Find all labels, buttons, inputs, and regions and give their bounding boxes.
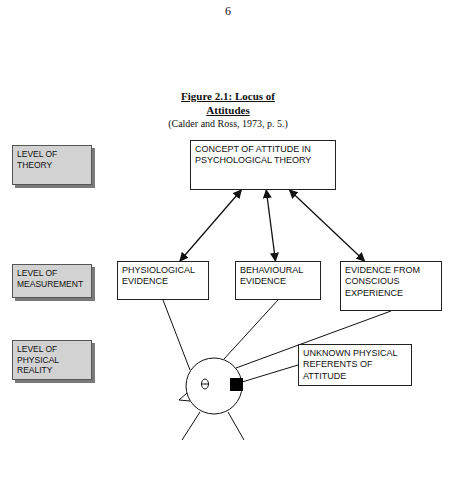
double-arrow <box>180 190 241 261</box>
concept-box: BEHAVIOURAL EVIDENCE <box>235 261 321 300</box>
figure-title: Figure 2.1: Locus of Attitudes <box>163 90 293 118</box>
page-number: 6 <box>0 4 456 19</box>
head-outline <box>186 358 242 414</box>
box-text: UNKNOWN PHYSICAL REFERENTS OF ATTITUDE <box>303 348 407 382</box>
head-leader-line <box>163 300 190 370</box>
shoulders <box>182 412 244 440</box>
eye <box>202 379 209 389</box>
concept-box: UNKNOWN PHYSICAL REFERENTS OF ATTITUDE <box>298 344 412 386</box>
box-text: LEVEL OF MEASUREMENT <box>17 268 87 289</box>
head-leader-line <box>224 300 278 359</box>
level-box: LEVEL OF THEORY <box>12 145 92 185</box>
brain-square <box>230 378 243 391</box>
box-text: EVIDENCE FROM CONSCIOUS EXPERIENCE <box>345 265 437 299</box>
figure-caption: (Calder and Ross, 1973, p. 5.) <box>100 118 356 129</box>
level-box: LEVEL OF MEASUREMENT <box>12 264 92 298</box>
box-text: CONCEPT OF ATTITUDE IN PSYCHOLOGICAL THE… <box>195 144 331 167</box>
nose <box>179 393 190 401</box>
box-text: PHYSIOLOGICAL EVIDENCE <box>122 265 204 288</box>
eye-line <box>202 384 209 385</box>
box-text: LEVEL OF PHYSICAL REALITY <box>17 344 87 376</box>
concept-box: CONCEPT OF ATTITUDE IN PSYCHOLOGICAL THE… <box>190 140 336 190</box>
double-arrow <box>266 190 275 261</box>
double-arrow <box>289 190 364 261</box>
level-box: LEVEL OF PHYSICAL REALITY <box>12 340 92 380</box>
head-leader-line <box>242 365 298 382</box>
concept-box: PHYSIOLOGICAL EVIDENCE <box>117 261 209 300</box>
box-text: LEVEL OF THEORY <box>17 149 87 170</box>
concept-box: EVIDENCE FROM CONSCIOUS EXPERIENCE <box>340 261 442 311</box>
box-text: BEHAVIOURAL EVIDENCE <box>240 265 316 288</box>
